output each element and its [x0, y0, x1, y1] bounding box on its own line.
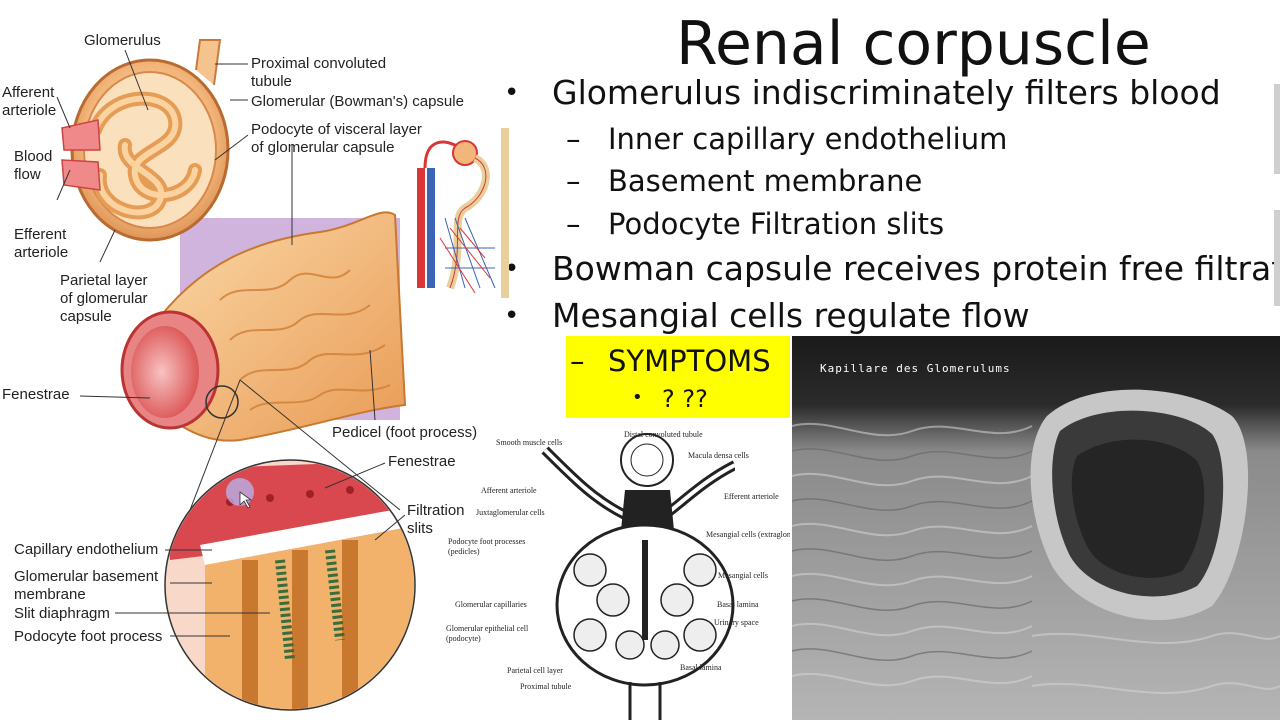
label-parietal-line1: Parietal layer — [60, 272, 148, 289]
subbullet-podocyte: Podocyte Filtration slits — [608, 207, 945, 241]
bullet-marker: • — [504, 301, 520, 331]
bullet-mesangial: Mesangial cells regulate flow — [552, 296, 1030, 335]
histo-podocyte-line1: Podocyte foot processes — [448, 537, 526, 546]
subbullet-basement: Basement membrane — [608, 164, 923, 198]
histo-capillaries: Glomerular capillaries — [455, 600, 527, 609]
label-gbm-line2: membrane — [14, 586, 86, 603]
label-afferent-line2: arteriole — [2, 102, 57, 119]
edge-decoration — [1274, 84, 1280, 174]
label-efferent-line1: Efferent — [14, 226, 67, 243]
label-filtration-line2: slits — [407, 520, 433, 537]
bullet-marker: • — [504, 78, 520, 108]
label-efferent-line2: arteriole — [14, 244, 69, 261]
sem-micrograph — [792, 336, 1280, 720]
label-parietal-line3: capsule — [60, 308, 112, 325]
label-fenestrae-bottom: Fenestrae — [388, 453, 456, 470]
histo-smooth-muscle: Smooth muscle cells — [496, 438, 563, 447]
label-fenestrae-top: Fenestrae — [2, 386, 70, 403]
label-podocyte-line1: Podocyte of visceral layer — [251, 121, 422, 138]
label-glomerulus: Glomerulus — [84, 32, 161, 49]
label-pedicel: Pedicel (foot process) — [332, 424, 478, 441]
histo-epithelial-line1: Glomerular epithelial cell — [446, 624, 529, 633]
histo-mesangial-extra: Mesangial cells (extraglomerular) — [706, 530, 790, 539]
label-filtration-line1: Filtration — [407, 502, 465, 519]
histology-diagram — [541, 433, 735, 720]
symptoms-highlight — [566, 336, 790, 418]
histo-efferent: Efferent arteriole — [724, 492, 779, 501]
bullet-marker: • — [632, 387, 643, 408]
histo-jg-cells: Juxtaglomerular cells — [476, 508, 545, 517]
histo-dct: Distal convoluted tubule — [624, 430, 703, 439]
histo-macula-densa: Macula densa cells — [688, 451, 749, 460]
dash-marker: – — [566, 207, 581, 241]
histo-mesangial: Mesangial cells — [718, 571, 768, 580]
symptoms-label: SYMPTOMS — [608, 344, 771, 378]
label-pct-line2: tubule — [251, 73, 292, 90]
edge-decoration — [1274, 210, 1280, 306]
label-bowman-capsule: Glomerular (Bowman's) capsule — [251, 93, 464, 110]
micrograph-caption: Kapillare des Glomerulums — [820, 362, 1011, 375]
label-podocyte-foot: Podocyte foot process — [14, 628, 163, 645]
label-gbm-line1: Glomerular basement — [14, 568, 159, 585]
nephron-vascular-illustration — [417, 128, 509, 298]
histo-epithelial-line2: (podocyte) — [446, 634, 481, 643]
dash-marker: – — [570, 344, 585, 378]
label-slit-diaphragm: Slit diaphragm — [14, 605, 110, 622]
dash-marker: – — [566, 122, 581, 156]
label-blood-line2: flow — [14, 166, 41, 183]
histo-afferent: Afferent arteriole — [481, 486, 537, 495]
histo-basal-lamina-1: Basal lamina — [717, 600, 759, 609]
bullet-bowman: Bowman capsule receives protein free fil… — [552, 249, 1280, 288]
label-capillary-endothelium: Capillary endothelium — [14, 541, 159, 558]
subbullet-endothelium: Inner capillary endothelium — [608, 122, 1008, 156]
label-pct-line1: Proximal convoluted — [251, 55, 387, 72]
renal-corpuscle-illustration — [56, 39, 416, 711]
label-parietal-line2: of glomerular — [60, 290, 148, 307]
symptoms-placeholder: ? ?? — [662, 385, 708, 413]
histo-proximal: Proximal tubule — [520, 682, 572, 691]
histo-podocyte-line2: (pedicles) — [448, 547, 480, 556]
histo-parietal: Parietal cell layer — [507, 666, 563, 675]
slide-title: Renal corpuscle — [676, 9, 1151, 79]
label-blood-line1: Blood — [14, 148, 53, 165]
histo-urinary-space: Urinary space — [714, 618, 759, 627]
label-podocyte-line2: of glomerular capsule — [251, 139, 395, 156]
dash-marker: – — [566, 164, 581, 198]
histo-basal-lamina-2: Basal lamina — [680, 663, 722, 672]
label-afferent-line1: Afferent — [2, 84, 55, 101]
bullet-glomerulus: Glomerulus indiscriminately filters bloo… — [552, 73, 1221, 112]
